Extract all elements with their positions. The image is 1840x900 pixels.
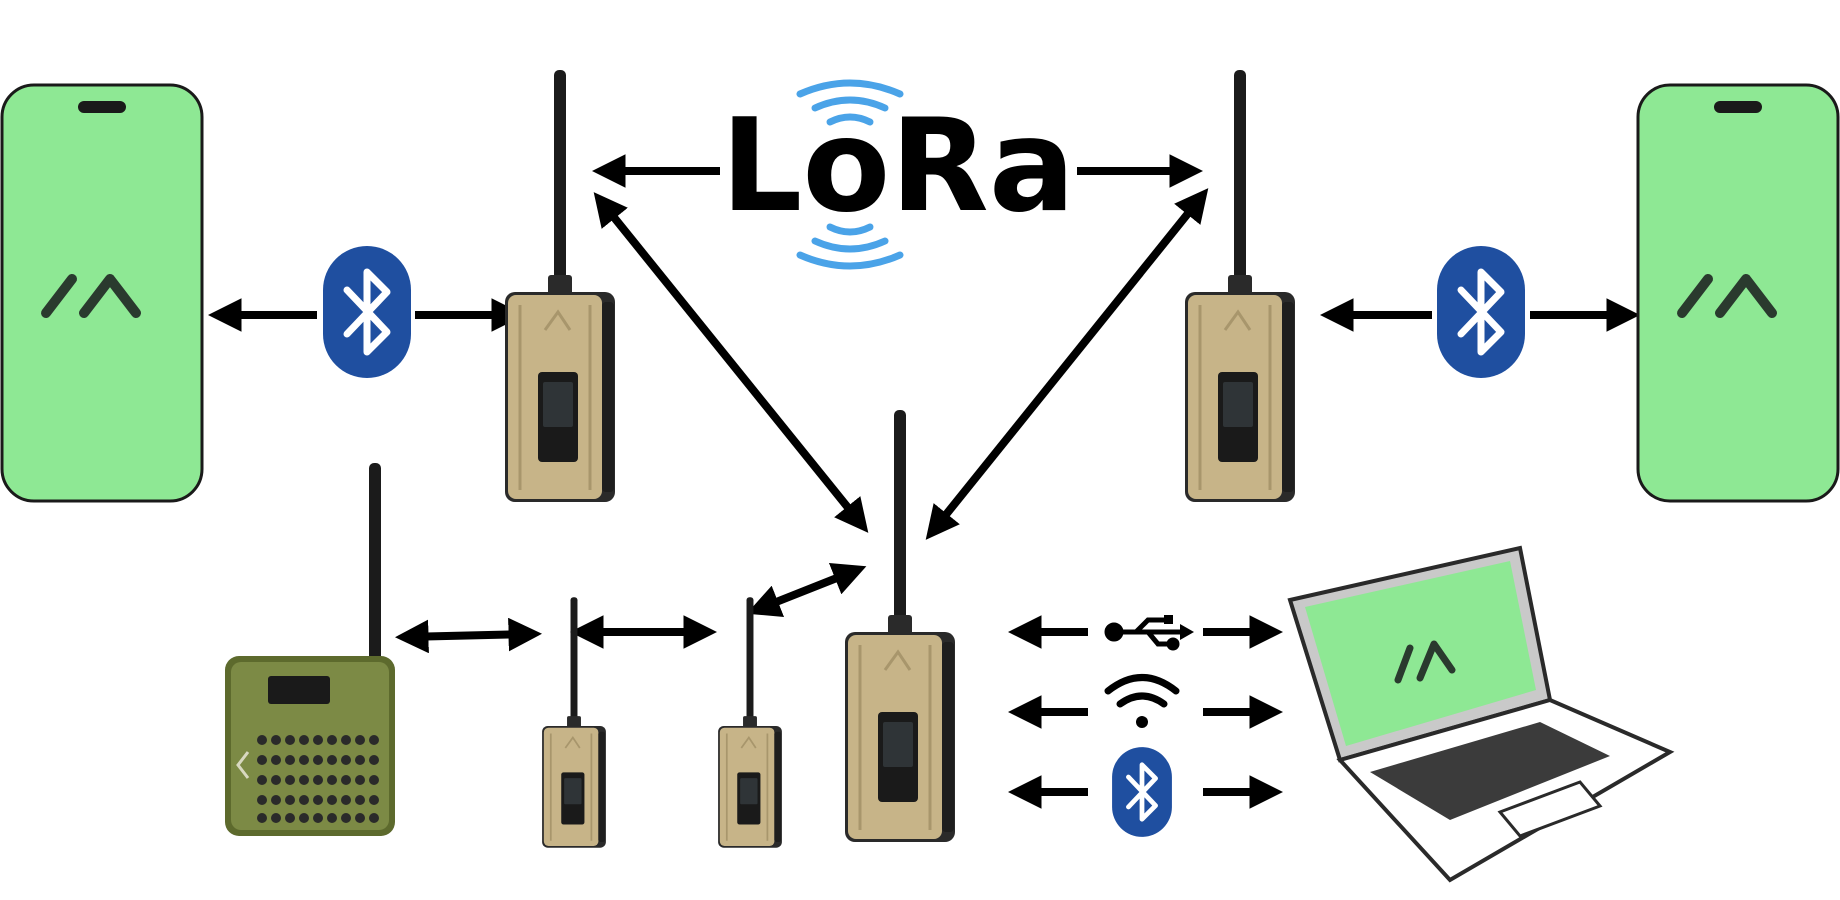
- lora-logo: LoRa: [721, 79, 1075, 270]
- laptop-icon: [1287, 545, 1675, 883]
- lora-radio-center-icon: [843, 408, 957, 844]
- lora-radio-top-left-icon: [503, 68, 617, 504]
- smartphone-left-icon: [2, 85, 202, 501]
- arrow-keyboard-to-small-radio: [394, 617, 543, 654]
- lora-radio-top-right-icon: [1183, 68, 1297, 504]
- bluetooth-right-icon: [1437, 246, 1525, 378]
- smartphone-right-icon: [1638, 85, 1838, 501]
- wifi-icon: [1104, 674, 1180, 728]
- connection-arrows: [207, 154, 1641, 809]
- usb-icon: [1104, 615, 1194, 651]
- bluetooth-left-icon: [323, 246, 411, 378]
- arrow-small-radio-to-center: [746, 563, 867, 617]
- lora-label: LoRa: [721, 92, 1075, 241]
- keyboard-device-icon: [225, 463, 395, 836]
- arrow-radio-top-right-to-center: [925, 188, 1209, 540]
- arrow-radio-top-left-to-center: [593, 192, 869, 533]
- lora-radio-small-2-icon: [717, 596, 783, 849]
- bluetooth-laptop-icon: [1112, 747, 1172, 837]
